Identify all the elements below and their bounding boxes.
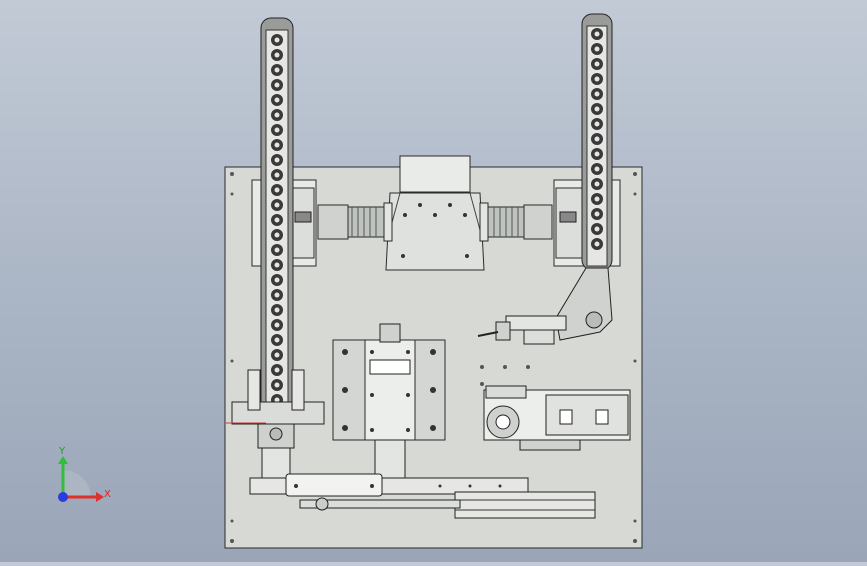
chain-link-pin: [594, 226, 600, 232]
chain-link-pin: [274, 262, 280, 268]
chain-link-pin: [594, 61, 600, 67]
triad-x-arrowhead: [96, 492, 104, 502]
bottom-linear-rails: [249, 473, 596, 519]
center-linear-module: [332, 323, 446, 479]
chain-link-pin: [274, 112, 280, 118]
chain-link-pin: [594, 46, 600, 52]
left-stepper-motor: [317, 202, 393, 242]
chain-link-pin: [594, 166, 600, 172]
chain-link-pin: [274, 142, 280, 148]
chain-link-pin: [274, 202, 280, 208]
chain-link-pin: [274, 67, 280, 73]
chain-link-pin: [274, 367, 280, 373]
triad-y-arrowhead: [58, 456, 68, 464]
chain-link-pin: [274, 247, 280, 253]
chain-link-pin: [274, 382, 280, 388]
chain-link-pin: [594, 121, 600, 127]
chain-link-pin: [274, 157, 280, 163]
chain-link-pin: [274, 352, 280, 358]
chain-link-pin: [594, 106, 600, 112]
chain-link-pin: [274, 232, 280, 238]
chain-link-pin: [274, 292, 280, 298]
plate-mounting-holes: [230, 172, 637, 543]
right-chain-links: [591, 28, 603, 250]
chain-link-pin: [594, 31, 600, 37]
chain-link-pin: [274, 337, 280, 343]
chain-link-pin: [274, 37, 280, 43]
chain-link-pin: [594, 136, 600, 142]
right-cam-unit: [483, 385, 631, 451]
chain-link-pin: [274, 397, 280, 403]
left-chain-links: [271, 34, 283, 406]
chain-link-pin: [274, 172, 280, 178]
chain-link-pin: [594, 196, 600, 202]
right-stepper-motor: [479, 202, 553, 242]
chain-link-pin: [594, 241, 600, 247]
right-chain-arm: [581, 13, 613, 271]
chain-link-pin: [274, 52, 280, 58]
chain-link-pin: [274, 187, 280, 193]
chain-link-pin: [274, 127, 280, 133]
chain-link-pin: [594, 181, 600, 187]
right-gripper-arm: [477, 267, 613, 345]
center-mounting-bracket: [385, 155, 485, 271]
chain-link-pin: [274, 322, 280, 328]
chain-link-pin: [594, 76, 600, 82]
chain-link-pin: [274, 97, 280, 103]
chain-link-pin: [274, 277, 280, 283]
chain-link-pin: [594, 91, 600, 97]
triad-z-axis: [58, 492, 68, 502]
triad-y-label: Y: [58, 446, 66, 457]
chain-link-pin: [594, 151, 600, 157]
left-bottom-carriage: [226, 369, 325, 481]
coordinate-triad: X Y: [58, 446, 111, 502]
left-chain-arm: [260, 17, 294, 429]
chain-link-pin: [274, 82, 280, 88]
chain-link-pin: [594, 211, 600, 217]
chain-link-pin: [274, 307, 280, 313]
chain-link-pin: [274, 217, 280, 223]
triad-x-label: X: [104, 489, 111, 500]
